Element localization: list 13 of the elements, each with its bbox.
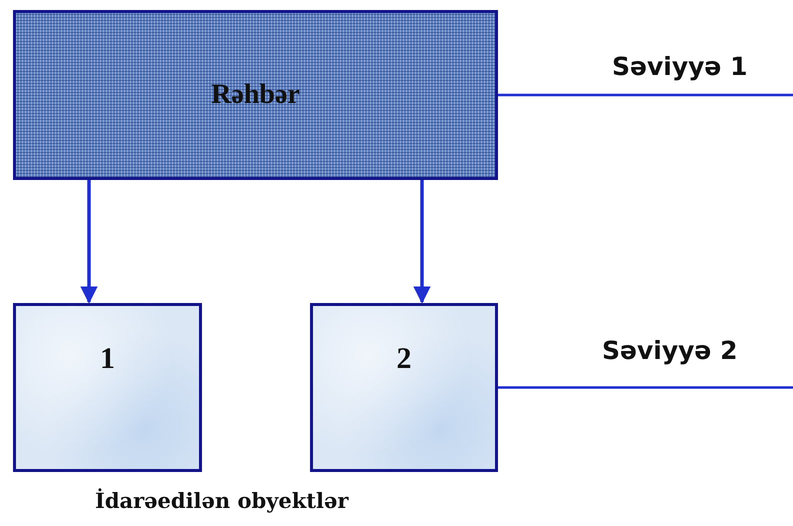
level-line: [498, 94, 793, 96]
arrow: [80, 180, 98, 304]
edge-label: Səviyyə 2: [602, 336, 738, 364]
arrow: [413, 180, 431, 304]
level-line: [498, 386, 793, 389]
object-box: [13, 303, 202, 472]
node-text: Rəhbər: [211, 79, 300, 111]
node-text: 2: [396, 342, 412, 376]
object-box: [310, 303, 498, 472]
node-text: 1: [100, 342, 115, 376]
manager-box: [13, 10, 498, 180]
edge-label: Səviyyə 1: [612, 52, 748, 81]
group-caption: İdarəedilən obyektlər: [95, 488, 348, 513]
